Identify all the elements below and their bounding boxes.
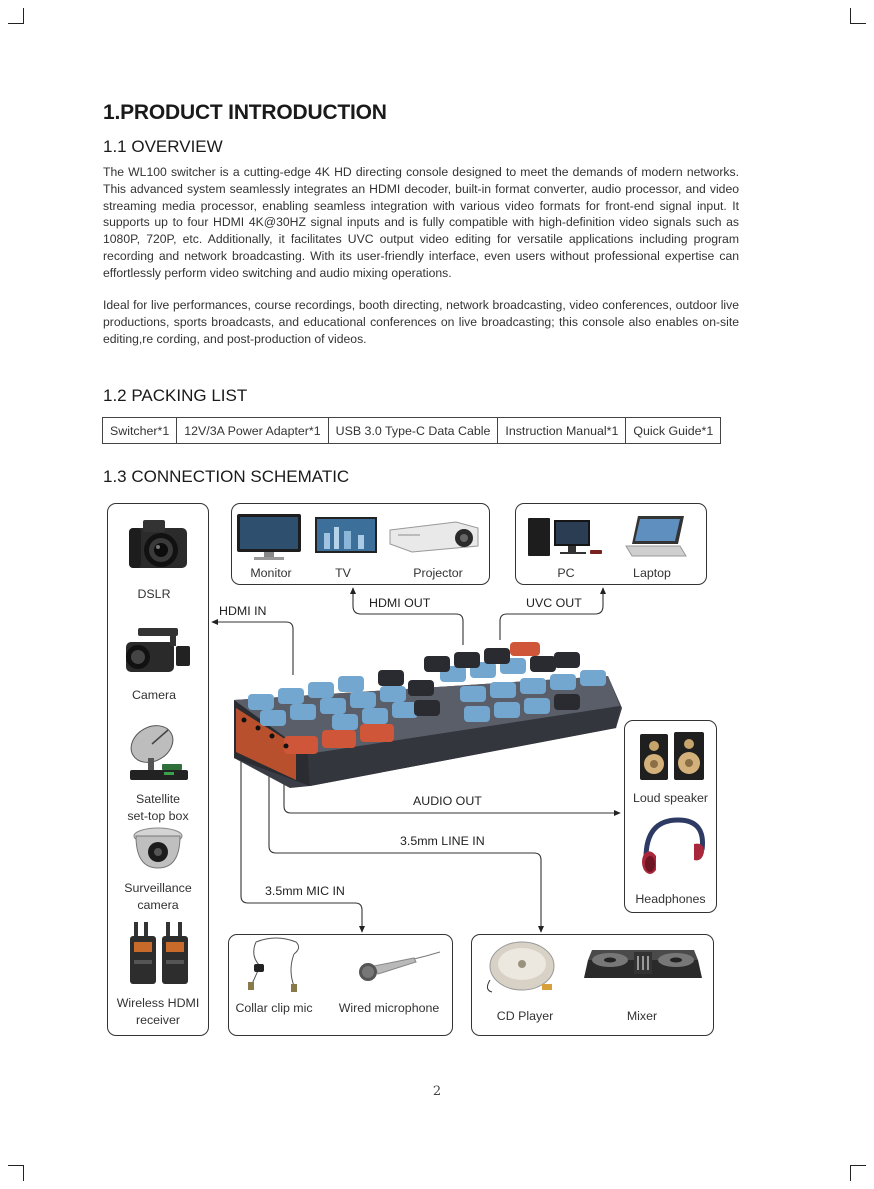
hdmi-out-label: HDMI OUT	[369, 596, 430, 610]
wireless-label-line2: receiver	[107, 1013, 209, 1027]
monitor-label: Monitor	[250, 566, 291, 580]
camera-label: Camera	[132, 688, 176, 702]
satellite-dish-icon	[124, 720, 192, 784]
tv-label: TV	[335, 566, 351, 580]
laptop-icon	[624, 512, 688, 560]
headphones-label: Headphones	[624, 892, 717, 906]
hdmi-in-label: HDMI IN	[219, 604, 267, 618]
satellite-label-line1: Satellite	[107, 792, 209, 806]
satellite-label-line2: set-top box	[107, 809, 209, 823]
cd-player-label: CD Player	[497, 1009, 553, 1023]
audio-out-label: AUDIO OUT	[413, 794, 482, 808]
collar-clip-mic-icon	[236, 936, 316, 994]
page-number: 2	[0, 1084, 874, 1099]
projector-label: Projector	[413, 566, 463, 580]
wired-microphone-icon	[356, 948, 442, 984]
pc-icon	[526, 514, 606, 558]
line-in-label: 3.5mm LINE IN	[400, 834, 485, 848]
dslr-camera-icon	[125, 514, 193, 576]
surveillance-label-line2: camera	[107, 898, 209, 912]
collar-clip-mic-label: Collar clip mic	[235, 1001, 312, 1015]
laptop-label: Laptop	[633, 566, 671, 580]
dj-mixer-icon	[582, 944, 704, 984]
wired-microphone-label: Wired microphone	[339, 1001, 440, 1015]
surveillance-camera-icon	[130, 824, 186, 874]
cd-player-icon	[482, 940, 562, 996]
uvc-out-label: UVC OUT	[526, 596, 582, 610]
wireless-hdmi-receiver-icon	[126, 920, 192, 988]
mixer-label: Mixer	[627, 1009, 657, 1023]
dslr-label: DSLR	[137, 587, 170, 601]
loud-speaker-label: Loud speaker	[624, 791, 717, 805]
wl100-switcher-illustration	[228, 636, 624, 796]
headphones-icon	[638, 814, 708, 882]
mic-in-label: 3.5mm MIC IN	[265, 884, 345, 898]
projector-icon	[386, 514, 482, 554]
monitor-icon	[236, 512, 304, 562]
loud-speaker-icon	[638, 730, 708, 782]
tv-icon	[314, 515, 380, 559]
surveillance-label-line1: Surveillance	[107, 881, 209, 895]
camcorder-icon	[120, 622, 194, 680]
pc-label: PC	[557, 566, 574, 580]
wireless-label-line1: Wireless HDMI	[107, 996, 209, 1010]
